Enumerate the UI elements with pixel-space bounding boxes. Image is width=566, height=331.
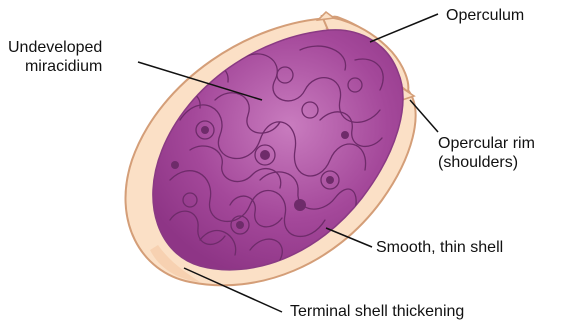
label-miracidium-line2: miracidium [8, 57, 102, 76]
opercular-rim-top [318, 12, 334, 20]
label-operculum: Operculum [446, 6, 524, 25]
label-miracidium: Undeveloped miracidium [8, 38, 102, 76]
label-shell: Smooth, thin shell [376, 238, 503, 257]
label-thickening: Terminal shell thickening [290, 302, 464, 321]
leader-operculum [370, 14, 438, 42]
label-opercular-rim-line1: Opercular rim [438, 134, 535, 153]
label-opercular-rim: Opercular rim (shoulders) [438, 134, 535, 172]
label-miracidium-line1: Undeveloped [8, 38, 102, 57]
label-opercular-rim-line2: (shoulders) [438, 153, 535, 172]
